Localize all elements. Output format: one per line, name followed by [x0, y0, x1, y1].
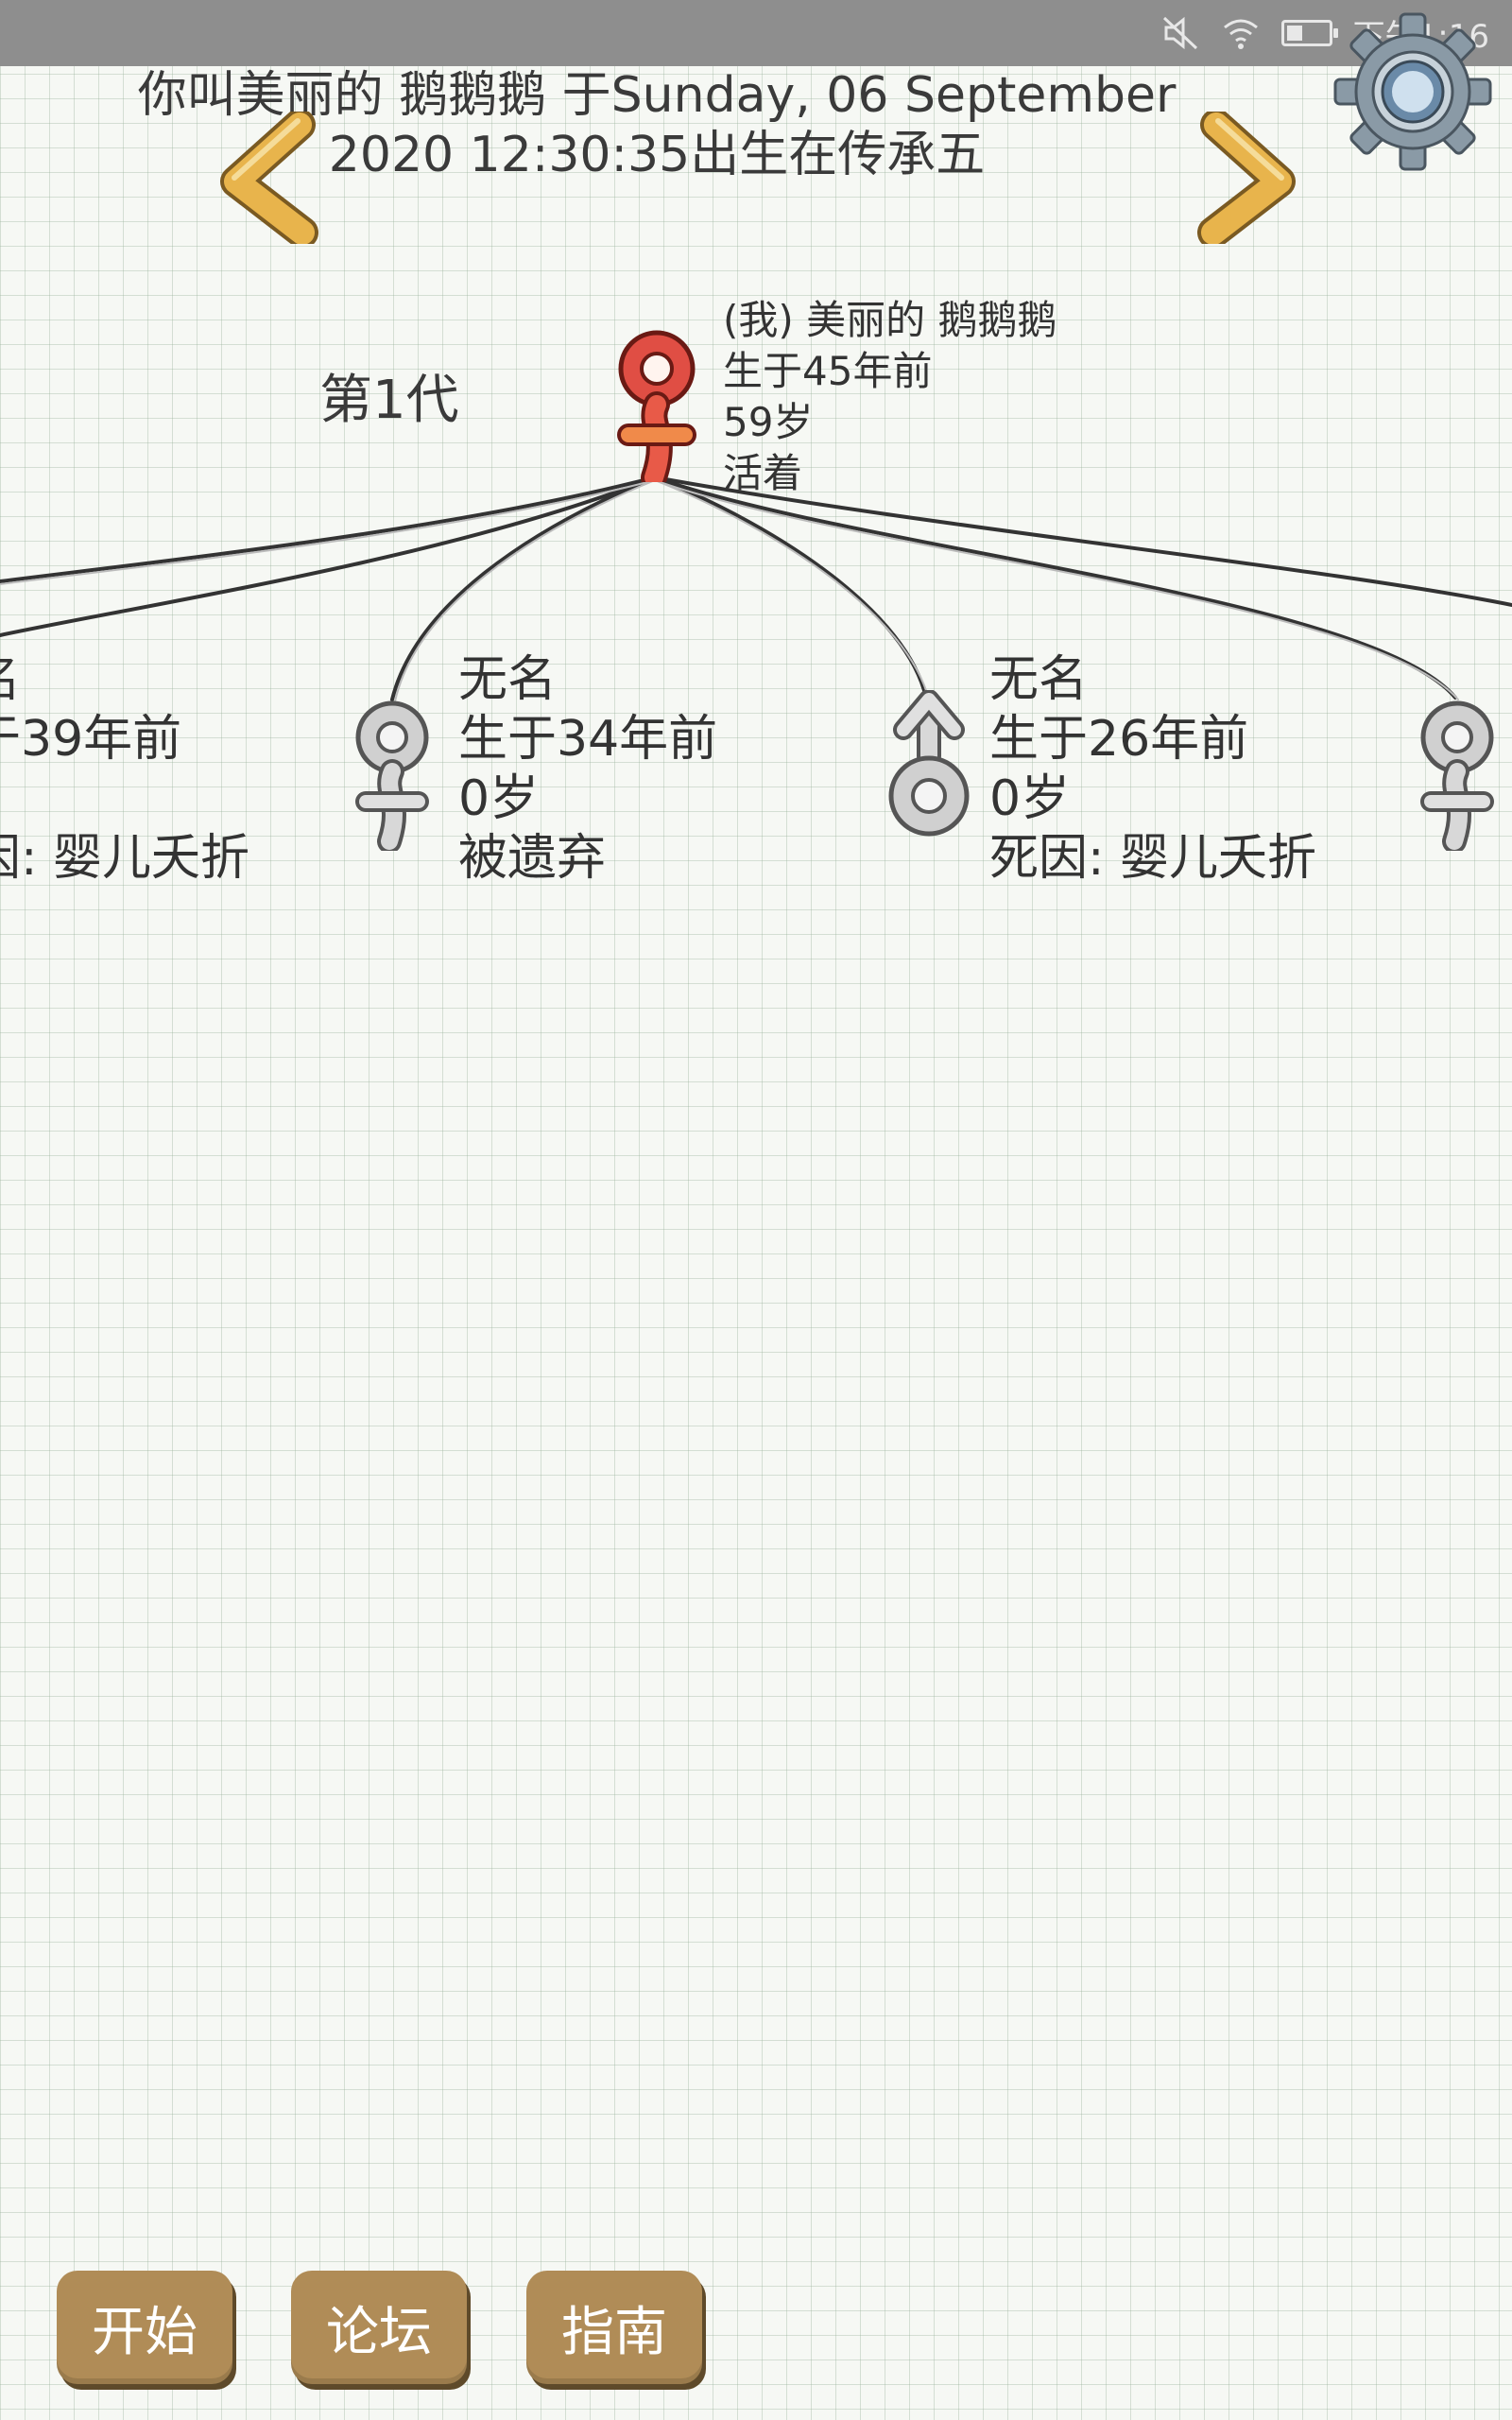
guide-button[interactable]: 指南 [526, 2271, 702, 2384]
next-arrow-button[interactable] [1193, 112, 1306, 244]
child-3-female-symbol-icon[interactable] [1405, 690, 1509, 851]
child-status: 因: 婴儿夭折 [0, 830, 250, 887]
battery-fill [1286, 26, 1303, 41]
child-age: 0岁 [989, 770, 1071, 827]
child-name: 无名 [458, 651, 558, 708]
me-info: (我) 美丽的 鹅鹅鹅 生于45年前 59岁 活着 [723, 295, 1057, 499]
generation-label: 第1代 [319, 370, 459, 431]
battery-icon [1280, 20, 1338, 46]
child-born: 生于26年前 [989, 711, 1249, 768]
child-1-female-symbol-icon[interactable] [340, 690, 444, 851]
me-age: 59岁 [723, 399, 814, 445]
start-button[interactable]: 开始 [57, 2271, 232, 2384]
child-info-2: 无名 生于26年前 0岁 死因: 婴儿夭折 [989, 650, 1316, 889]
birth-info-header: 你叫美丽的 鹅鹅鹅 于Sunday, 06 September 2020 12:… [123, 66, 1191, 185]
child-born: 生于34年前 [458, 711, 718, 768]
me-name: (我) 美丽的 鹅鹅鹅 [723, 297, 1057, 343]
child-name: 无名 [989, 651, 1089, 708]
child-info-0: 名 于39年前 因: 婴儿夭折 [0, 650, 249, 889]
child-name: 名 [0, 650, 249, 710]
child-2-male-symbol-icon[interactable] [877, 690, 981, 851]
settings-gear-icon[interactable] [1332, 11, 1493, 172]
child-info-1: 无名 生于34年前 0岁 被遗弃 [458, 650, 717, 889]
wifi-icon [1223, 19, 1258, 49]
me-born: 生于45年前 [723, 348, 933, 394]
child-born: 于39年前 [0, 711, 182, 768]
child-status: 被遗弃 [458, 830, 607, 887]
mute-icon [1162, 16, 1197, 50]
birth-info-line2: 2020 12:30:35出生在传承五 [328, 127, 986, 183]
me-female-symbol-icon[interactable] [605, 321, 709, 482]
child-status: 死因: 婴儿夭折 [989, 830, 1317, 887]
previous-arrow-button[interactable] [210, 112, 323, 244]
child-age [0, 769, 249, 829]
me-status: 活着 [723, 450, 803, 496]
child-age: 0岁 [458, 770, 540, 827]
forum-button[interactable]: 论坛 [291, 2271, 467, 2384]
family-tree-connectors [0, 475, 1512, 702]
